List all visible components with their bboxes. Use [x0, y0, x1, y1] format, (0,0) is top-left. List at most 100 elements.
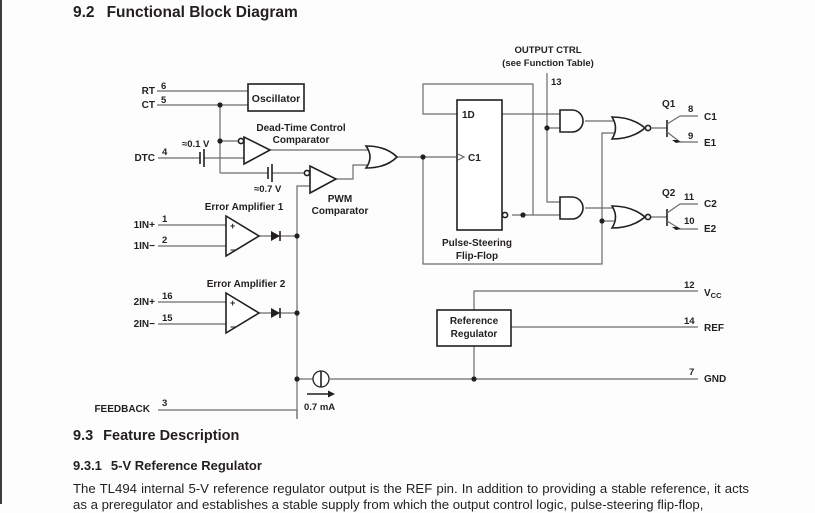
pin-ct-number: 5	[161, 95, 167, 106]
junction-dot	[217, 102, 223, 108]
current-source-icon	[312, 370, 330, 388]
diode-2-icon	[271, 308, 281, 318]
junctions	[217, 102, 605, 382]
pin-ref-name: REF	[704, 323, 724, 334]
pin-feedback-name: FEEDBACK	[94, 404, 150, 415]
oscillator-block	[247, 83, 305, 112]
current-direction-arrow-icon	[307, 390, 335, 398]
flipflop-d-label: 1D	[462, 110, 475, 121]
pulse-steering-flip-flop	[456, 99, 503, 231]
pin-c1-number: 8	[688, 104, 693, 115]
junction-dot	[294, 233, 300, 239]
pin-e2-number: 10	[684, 216, 695, 227]
dead-time-label-2: Comparator	[273, 135, 330, 146]
reference-regulator-label-2: Regulator	[451, 329, 498, 340]
inverting-bubble	[303, 169, 311, 177]
q2-label: Q2	[662, 188, 676, 199]
pin-vcc-name: VCC	[704, 288, 722, 300]
pin-2inn-number: 15	[162, 313, 173, 324]
output-ctrl-note: (see Function Table)	[502, 58, 594, 69]
reference-regulator-label-1: Reference	[450, 316, 499, 327]
pin-dtc-name: DTC	[134, 153, 155, 164]
or-gate	[364, 145, 399, 169]
flipflop-label-2: Flip-Flop	[456, 251, 498, 262]
pin-2inp-name: 2IN+	[134, 297, 156, 308]
inverting-sign: −	[230, 322, 235, 332]
junction-dot	[520, 212, 526, 218]
reference-regulator-block	[436, 309, 512, 347]
subsection-title: 5-V Reference Regulator	[110, 458, 262, 473]
wire-or-to-nor1	[601, 132, 614, 218]
junction-dot	[420, 154, 426, 160]
window-left-edge	[0, 0, 2, 504]
pin-ct-name: CT	[142, 100, 155, 111]
and-gate-2	[559, 196, 584, 220]
junction-dot	[217, 138, 223, 144]
pin-c2-number: 11	[684, 192, 695, 203]
dead-time-label-1: Dead-Time Control	[256, 123, 345, 134]
battery-0-7v-icon	[267, 164, 273, 182]
pin-rt-name: RT	[142, 86, 155, 97]
pin-13-number: 13	[551, 77, 562, 88]
section-number: 9.2	[73, 4, 95, 21]
inverting-bubble	[644, 124, 652, 132]
pwm-label-2: Comparator	[312, 206, 369, 217]
pin-1inp-number: 1	[162, 214, 168, 225]
transistor-q1-icon	[666, 115, 681, 143]
error-amplifier-1	[225, 214, 261, 258]
pin-2inn-name: 2IN−	[134, 319, 156, 330]
pin-gnd-number: 7	[689, 367, 694, 378]
nor-gate-2	[610, 205, 647, 229]
inverting-output-bubble	[501, 211, 509, 219]
offset-0-7v-label: ≈0.7 V	[254, 184, 282, 195]
diode-1-icon	[271, 231, 281, 241]
wire-feedback-bus	[296, 185, 310, 419]
pin-e1-number: 9	[688, 131, 693, 142]
inverting-bubble	[644, 213, 652, 221]
pin-ref-number: 14	[684, 316, 695, 327]
dead-time-comparator	[243, 135, 272, 166]
inverting-bubble	[237, 137, 245, 145]
pin-c1-name: C1	[704, 112, 717, 123]
wire-ff-loop	[422, 83, 534, 215]
subsection-heading: 9.3.1 5-V Reference Regulator	[73, 458, 262, 473]
wire-vcc	[473, 290, 698, 310]
pin-vcc-number: 12	[684, 280, 695, 291]
pin-gnd-name: GND	[704, 374, 726, 385]
battery-0-1v-icon	[199, 149, 205, 167]
pin-1inp-name: 1IN+	[134, 220, 156, 231]
pin-c2-name: C2	[704, 199, 717, 210]
and-gate-1	[559, 109, 584, 133]
error-amp-2-label: Error Amplifier 2	[207, 279, 286, 290]
pin-e1-name: E1	[704, 138, 717, 149]
flipflop-c-label: C1	[468, 153, 481, 164]
noninverting-sign: +	[230, 221, 235, 231]
wire-or-to-gates	[422, 157, 603, 265]
junction-dot	[294, 310, 300, 316]
pin-feedback-number: 3	[162, 398, 167, 409]
pin-e2-name: E2	[704, 224, 717, 235]
q1-label: Q1	[662, 99, 676, 110]
transistor-q2-icon	[666, 203, 681, 230]
pwm-comparator	[309, 164, 338, 195]
feature-title: Feature Description	[103, 428, 240, 444]
flipflop-label-1: Pulse-Steering	[442, 238, 512, 249]
subsection-number: 9.3.1	[73, 458, 102, 473]
body-paragraph: The TL494 internal 5-V reference regulat…	[73, 481, 749, 512]
feature-description-heading: 9.3 Feature Description	[73, 428, 239, 444]
output-ctrl-label: OUTPUT CTRL	[514, 45, 581, 56]
pin-1inn-name: 1IN−	[134, 241, 156, 252]
error-amp-1-label: Error Amplifier 1	[205, 202, 284, 213]
pin-1inn-number: 2	[162, 235, 167, 246]
pwm-label-1: PWM	[328, 194, 352, 205]
junction-dot	[599, 218, 605, 224]
junction-dot	[544, 125, 550, 131]
offset-0-1v-label: ≈0.1 V	[182, 139, 210, 150]
inverting-sign: −	[230, 245, 235, 255]
wire-output-ctrl-2	[546, 128, 560, 203]
feature-number: 9.3	[73, 428, 94, 444]
pin-dtc-number: 4	[162, 147, 168, 158]
clock-input-icon	[457, 153, 466, 161]
